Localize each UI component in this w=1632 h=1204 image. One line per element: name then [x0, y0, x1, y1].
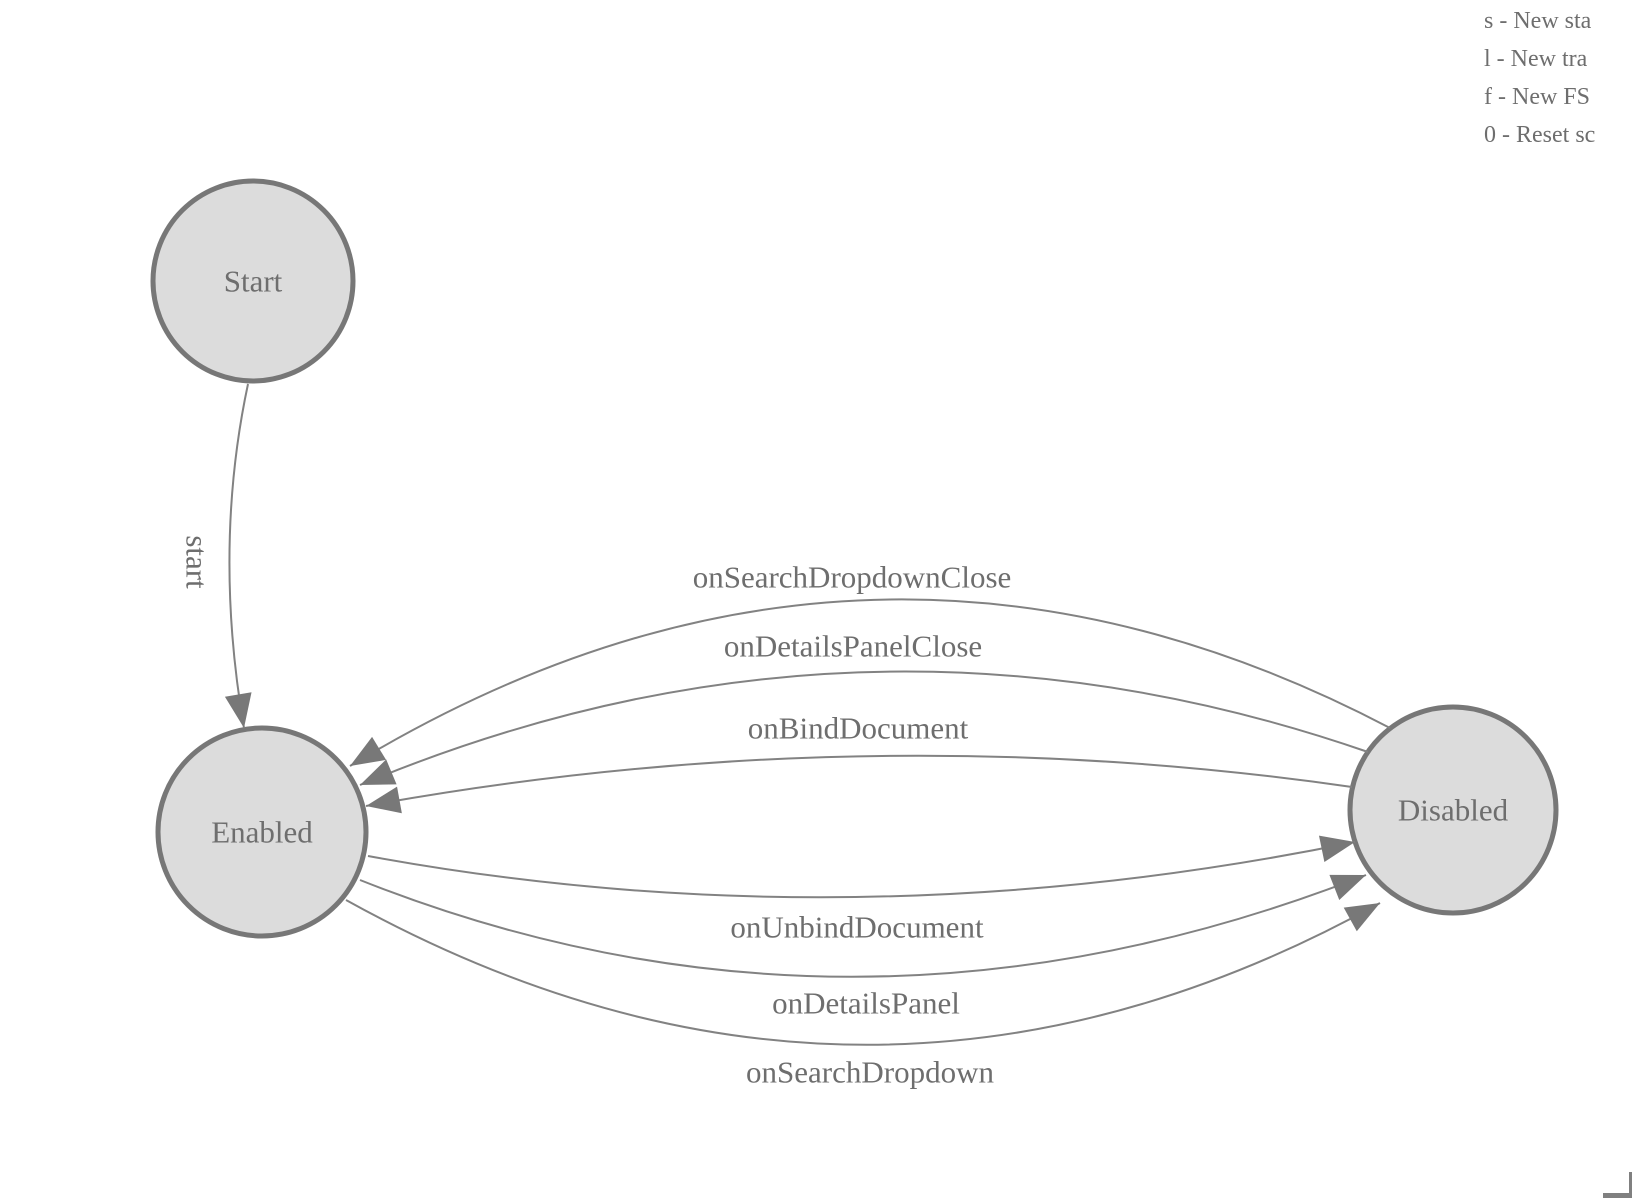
arrowhead-icon [366, 786, 402, 814]
transition-label: onDetailsPanel [772, 986, 960, 1021]
transition-onSearchDropdown[interactable]: onSearchDropdown [345, 899, 1381, 1090]
state-enabled[interactable]: Enabled [155, 725, 369, 939]
transition-onSearchDropdownClose[interactable]: onSearchDropdownClose [349, 560, 1391, 767]
shortcut-hint-new-transition: l - New tra [1484, 46, 1588, 72]
transition-label: onSearchDropdown [746, 1055, 994, 1090]
arrowhead-icon [1318, 835, 1355, 863]
arrowhead-icon [1329, 874, 1366, 900]
transition-label: onBindDocument [748, 711, 969, 746]
shortcuts-legend: s - New sta l - New tra f - New FS 0 - R… [1484, 2, 1595, 154]
transition-label: start [180, 535, 215, 589]
transition-path [228, 383, 249, 729]
transition-label: onSearchDropdownClose [693, 560, 1012, 595]
transition-path [345, 899, 1381, 1046]
arrowhead-icon [360, 759, 397, 785]
transition-start[interactable]: start [180, 383, 252, 729]
state-circle [155, 725, 369, 939]
transition-path [349, 598, 1391, 767]
state-disabled[interactable]: Disabled [1347, 704, 1559, 916]
canvas-corner [1603, 1172, 1632, 1198]
arrowhead-icon [224, 692, 252, 728]
transition-onDetailsPanelClose[interactable]: onDetailsPanelClose [359, 629, 1369, 786]
transition-label: onDetailsPanelClose [724, 629, 982, 664]
state-label: Start [224, 264, 283, 299]
shortcut-hint-new-state: s - New sta [1484, 8, 1592, 34]
arrowhead-icon [350, 736, 387, 766]
shortcut-hint-reset: 0 - Reset sc [1484, 122, 1596, 148]
transition-onUnbindDocument[interactable]: onUnbindDocument [367, 835, 1356, 945]
state-label: Disabled [1398, 793, 1509, 828]
state-circle [150, 178, 356, 384]
transition-path [359, 874, 1367, 978]
transition-path [359, 670, 1369, 786]
shortcut-hint-new-fsm: f - New FS [1484, 84, 1590, 110]
transition-path [365, 754, 1353, 807]
transition-path [367, 841, 1356, 899]
transition-label: onUnbindDocument [730, 910, 984, 945]
state-start[interactable]: Start [150, 178, 356, 384]
transition-onBindDocument[interactable]: onBindDocument [365, 711, 1353, 814]
arrowhead-icon [1343, 903, 1380, 932]
transition-onDetailsPanel[interactable]: onDetailsPanel [359, 874, 1367, 1021]
state-label: Enabled [211, 815, 313, 850]
state-circle [1347, 704, 1559, 916]
